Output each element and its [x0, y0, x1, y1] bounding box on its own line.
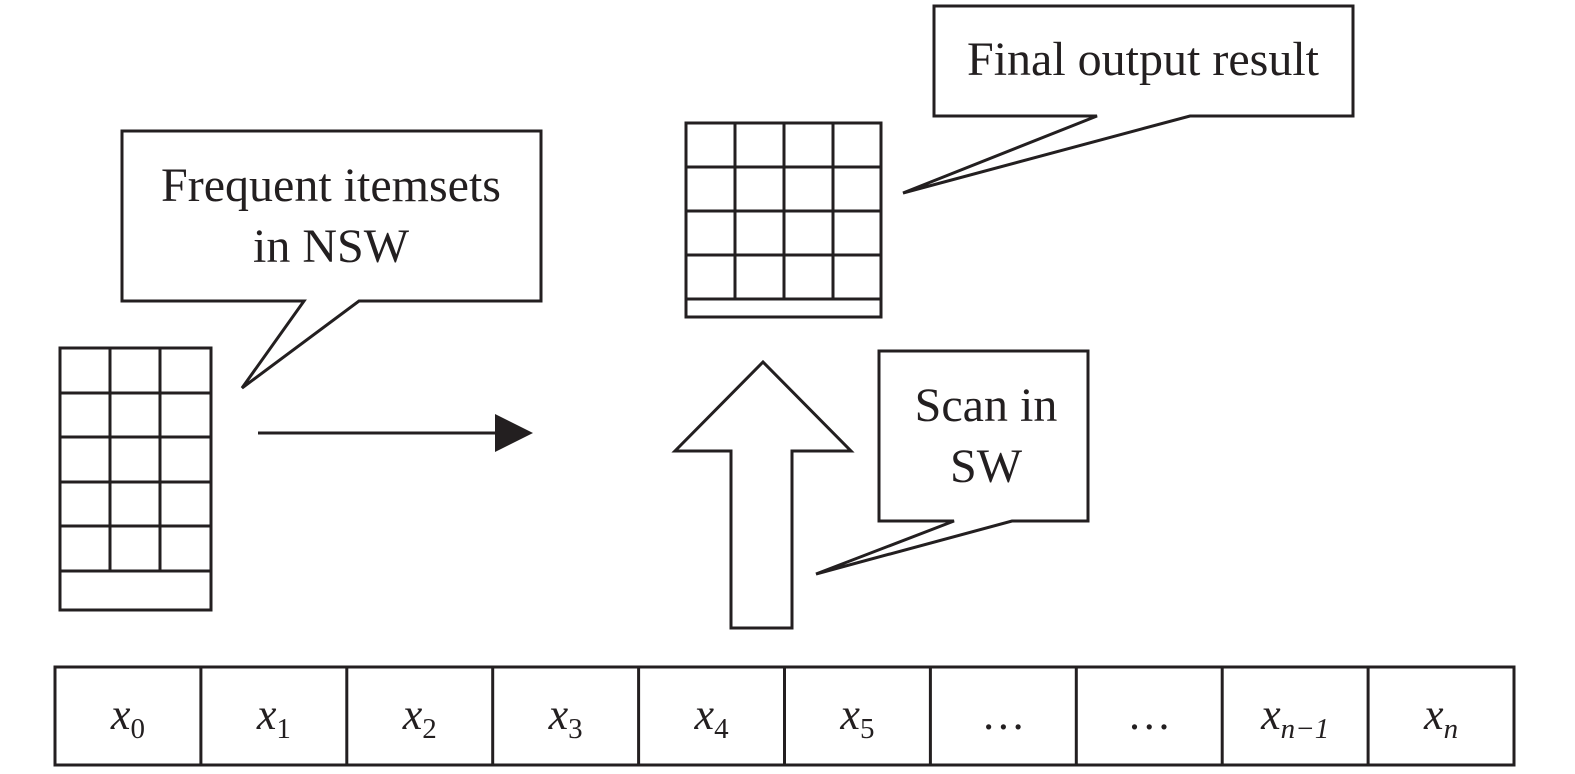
- stream-cell-7: …: [1127, 690, 1171, 739]
- callout-scan-line2: SW: [950, 440, 1023, 493]
- horizontal-arrow: [258, 414, 533, 452]
- stream-cell-2: x2: [402, 690, 437, 745]
- callout-final-output: Final output result: [902, 4, 1355, 195]
- stream-cell-8: xn−1: [1260, 690, 1329, 745]
- up-block-arrow: [671, 359, 855, 630]
- nsw-itemset-table: [58, 346, 213, 612]
- stream-cell-5: x5: [839, 690, 874, 745]
- final-output-table: [684, 121, 883, 319]
- callout-scan-line1: Scan in: [915, 379, 1058, 432]
- callout-frequent-itemsets: Frequent itemsets in NSW: [120, 129, 543, 390]
- callout-frequent-line2: in NSW: [253, 220, 410, 273]
- stream-cell-3: x3: [548, 690, 583, 745]
- callout-scan-sw: Scan in SW: [815, 349, 1090, 576]
- stream-cell-1: x1: [256, 690, 291, 745]
- stream-cell-0: x0: [110, 690, 145, 745]
- stream-cell-6: …: [981, 690, 1025, 739]
- callout-final-text: Final output result: [967, 33, 1320, 86]
- data-stream-bar: x0 x1 x2 x3 x4 x5 … … xn−1 xn: [53, 665, 1516, 767]
- stream-cell-4: x4: [694, 690, 730, 745]
- stream-cell-9: xn: [1423, 690, 1458, 745]
- callout-frequent-line1: Frequent itemsets: [161, 159, 501, 212]
